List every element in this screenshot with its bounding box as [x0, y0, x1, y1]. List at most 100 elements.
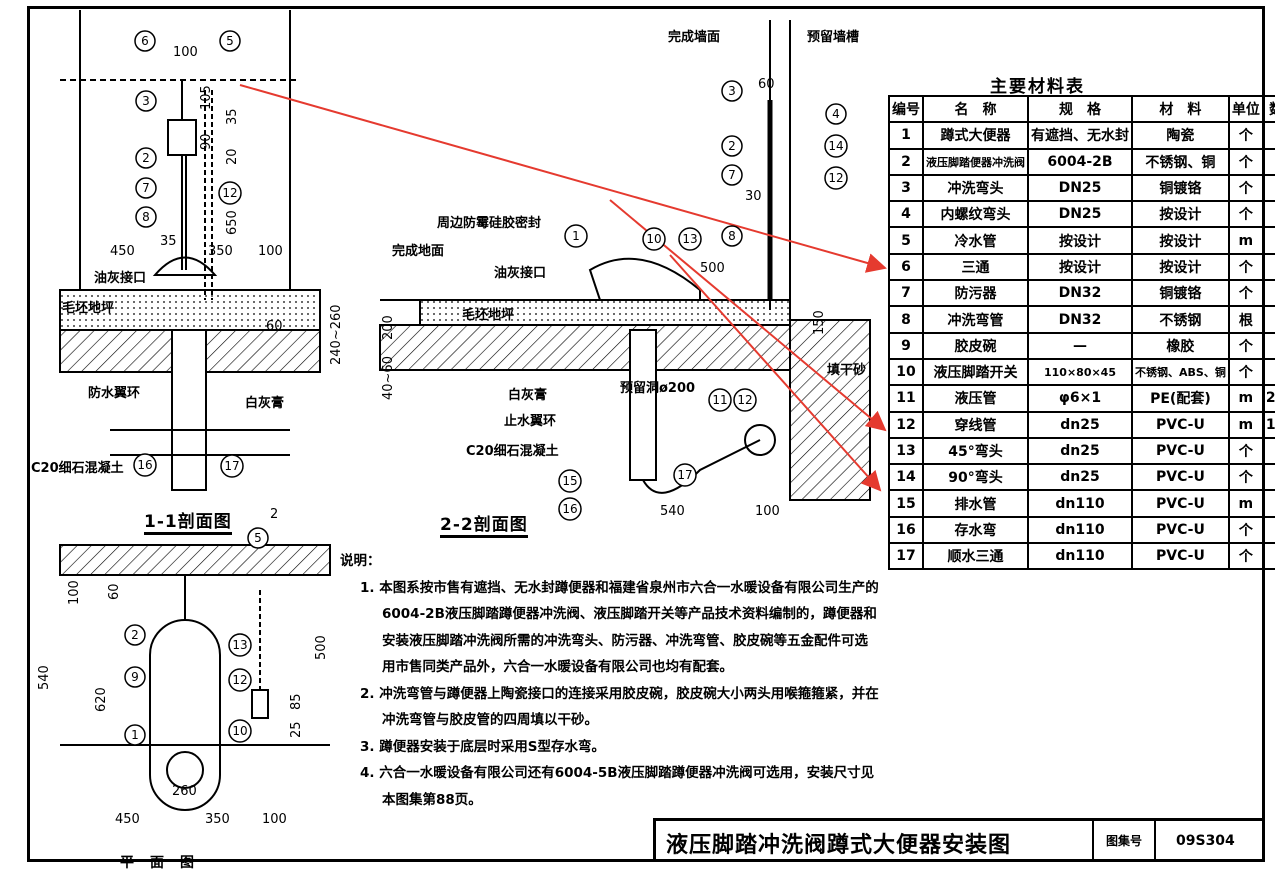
table-cell: PVC-U: [1131, 489, 1230, 518]
table-cell: 6: [888, 252, 924, 282]
svg-text:25: 25: [289, 721, 304, 738]
mark-8b: 8: [721, 225, 743, 247]
table-cell: dn110: [1027, 515, 1133, 545]
mark-2c: 2: [124, 624, 146, 646]
table-cell: 15: [888, 489, 924, 518]
table-row: 4内螺纹弯头DN25按设计个1: [888, 200, 1275, 229]
table-cell: 1: [1261, 331, 1275, 360]
svg-text:100: 100: [173, 45, 198, 60]
material-table: 编号 名 称 规 格 材 料 单位 数量 1蹲式大便器有遮挡、无水封陶瓷个12液…: [888, 94, 1275, 571]
table-cell: 铜镀铬: [1131, 173, 1230, 203]
circled-marks: 6 5 3 2 7 8 12 16 17 1 10 13 3 4 2 14 7 …: [124, 30, 848, 746]
table-cell: 按设计: [1027, 252, 1133, 282]
svg-text:12: 12: [737, 393, 752, 407]
mark-13: 13: [678, 227, 702, 251]
table-cell: —: [1261, 226, 1275, 255]
table-cell: 14: [888, 463, 924, 492]
drawing-title: 液压脚踏冲洗阀蹲式大便器安装图: [666, 833, 1012, 858]
mark-3: 3: [135, 90, 157, 112]
svg-text:90: 90: [199, 133, 214, 150]
svg-text:11: 11: [712, 393, 727, 407]
table-row: 3冲洗弯头DN25铜镀铬个1: [888, 173, 1275, 203]
table-cell: DN32: [1027, 305, 1133, 334]
svg-text:12: 12: [232, 673, 247, 687]
table-cell: 冲洗弯头: [922, 173, 1029, 203]
table-cell: 2.60: [1261, 384, 1275, 413]
table-row: 6三通按设计按设计个1: [888, 252, 1275, 282]
table-cell: 1: [1261, 279, 1275, 308]
svg-text:500: 500: [700, 261, 725, 276]
svg-text:10: 10: [232, 724, 247, 738]
table-cell: 1: [1261, 436, 1275, 466]
table-cell: 个: [1227, 279, 1264, 308]
table-cell: 排水管: [922, 489, 1029, 518]
svg-text:100: 100: [67, 580, 82, 605]
col-qty: 数量: [1261, 94, 1275, 124]
table-cell: 个: [1227, 331, 1264, 360]
label-rough-floor-2: 毛坯地坪: [462, 308, 515, 323]
table-cell: 11: [888, 384, 924, 413]
mark-5: 5: [219, 30, 241, 52]
mark-12c: 12: [733, 388, 757, 412]
mark-3b: 3: [721, 80, 743, 102]
svg-text:2: 2: [270, 507, 278, 522]
mark-12b: 12: [824, 166, 848, 190]
table-cell: 橡胶: [1131, 331, 1230, 360]
atlas-number: 09S304: [1176, 833, 1235, 849]
svg-text:350: 350: [205, 812, 230, 827]
table-cell: 冷水管: [922, 226, 1029, 255]
table-cell: 个: [1227, 147, 1264, 176]
table-cell: 个: [1227, 252, 1264, 282]
svg-text:450: 450: [115, 812, 140, 827]
material-table-title: 主要材料表: [990, 77, 1085, 97]
table-cell: 1: [1261, 200, 1275, 229]
table-cell: PVC-U: [1131, 463, 1230, 492]
svg-text:540: 540: [660, 504, 685, 519]
table-cell: m: [1227, 410, 1264, 439]
table-cell: PVC-U: [1131, 542, 1230, 571]
svg-text:350: 350: [208, 244, 233, 259]
table-cell: —: [1027, 331, 1133, 360]
table-cell: 1: [888, 121, 924, 150]
label-concrete: C20细石混凝土: [31, 461, 124, 476]
table-cell: 液压管: [922, 384, 1029, 413]
table-cell: 液压脚踏便器冲洗阀: [922, 147, 1029, 176]
svg-text:35: 35: [225, 108, 240, 125]
svg-text:150: 150: [812, 310, 827, 335]
table-cell: 个: [1227, 200, 1264, 229]
atlas-label: 图集号: [1092, 821, 1156, 862]
mark-16: 16: [133, 453, 157, 477]
svg-text:8: 8: [728, 229, 736, 243]
col-unit: 单位: [1227, 94, 1264, 124]
label-putty-joint-2: 油灰接口: [494, 266, 547, 281]
mark-4: 4: [825, 103, 847, 125]
notes-heading: 说明：: [340, 553, 381, 569]
svg-text:3: 3: [142, 94, 150, 108]
table-cell: 1.30: [1261, 410, 1275, 439]
mark-7b: 7: [721, 164, 743, 186]
mark-11: 11: [708, 388, 732, 412]
table-cell: 三通: [922, 252, 1029, 282]
table-cell: 12: [888, 410, 924, 439]
table-cell: 9: [888, 331, 924, 360]
svg-text:16: 16: [562, 502, 577, 516]
title-block: 液压脚踏冲洗阀蹲式大便器安装图 图集号 09S304: [653, 818, 1265, 862]
table-cell: 按设计: [1131, 200, 1230, 229]
svg-text:200: 200: [381, 315, 396, 340]
mark-17: 17: [220, 454, 244, 478]
table-cell: m: [1227, 384, 1264, 413]
table-cell: 穿线管: [922, 410, 1029, 439]
table-cell: 液压脚踏开关: [922, 357, 1029, 387]
mark-7: 7: [135, 177, 157, 199]
table-cell: PVC-U: [1131, 515, 1230, 545]
table-cell: 陶瓷: [1131, 121, 1230, 150]
mark-5b: 5: [247, 527, 269, 549]
section-title-plan: 平 面 图: [120, 855, 195, 871]
